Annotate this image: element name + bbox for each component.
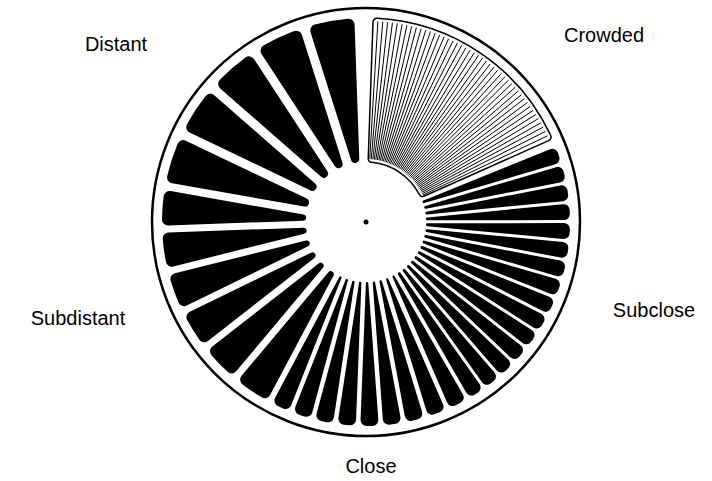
- crowded-line: [405, 64, 490, 172]
- crowded-line: [419, 114, 536, 188]
- spacing-wedge: [274, 276, 341, 409]
- crowded-line: [423, 136, 548, 195]
- spacing-wedge: [162, 191, 306, 225]
- category-label: Subclose: [613, 299, 695, 321]
- center-dot: [364, 220, 369, 225]
- crowded-line: [420, 119, 538, 190]
- crowded-line: [393, 41, 453, 165]
- crowded-line: [422, 131, 545, 193]
- category-label: Close: [345, 455, 396, 477]
- category-label: Distant: [85, 33, 147, 55]
- crowded-line: [402, 58, 482, 170]
- spacing-wedge: [403, 269, 496, 385]
- spacing-wedge: [398, 272, 481, 395]
- hub: [308, 164, 424, 280]
- category-label: Subdistant: [31, 307, 126, 329]
- crowded-line: [382, 27, 417, 161]
- crowded-line: [422, 127, 544, 192]
- crowded-line: [418, 106, 531, 185]
- spacing-wedge: [426, 204, 570, 220]
- spacing-wedge: [310, 19, 359, 163]
- crowded-line: [418, 110, 533, 187]
- crowded-line: [406, 67, 494, 173]
- category-label: Crowded: [564, 24, 644, 46]
- spacing-wedge: [163, 228, 307, 267]
- crowded-sector: [368, 18, 551, 196]
- crowded-line: [386, 32, 430, 163]
- wheel-group: [152, 8, 580, 436]
- crowded-line: [421, 123, 541, 191]
- outer-circle: [152, 8, 580, 436]
- spacing-wedge: [361, 282, 379, 426]
- crowded-line: [404, 61, 487, 172]
